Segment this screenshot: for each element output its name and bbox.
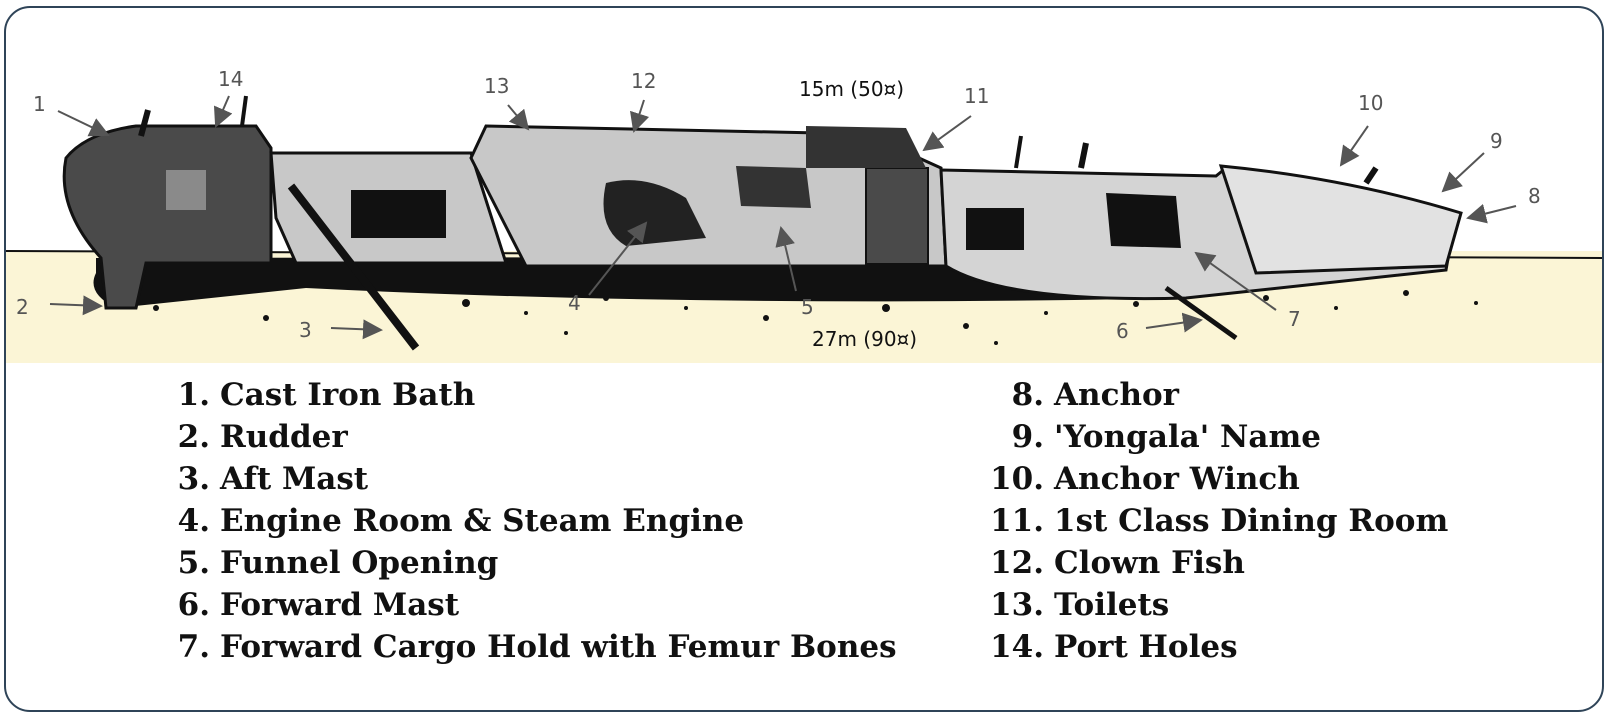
callout-14: 14 xyxy=(218,67,243,91)
legend-number: 13. xyxy=(990,587,1044,623)
legend-number: 6. xyxy=(177,587,210,623)
legend-label: Aft Mast xyxy=(220,461,369,497)
aft-hold-opening xyxy=(351,190,446,238)
callout-1: 1 xyxy=(33,92,46,116)
dining-room-roof xyxy=(806,126,926,168)
legend-item: 1. Cast Iron Bath xyxy=(174,374,897,416)
winch-post xyxy=(1363,166,1379,185)
legend-item: 4. Engine Room & Steam Engine xyxy=(174,500,897,542)
callout-9: 9 xyxy=(1490,129,1503,153)
legend-number: 11. xyxy=(990,503,1044,539)
legend-item: 11. 1st Class Dining Room xyxy=(980,500,1448,542)
legend-right-column: 8. Anchor 9. 'Yongala' Name 10. Anchor Winc… xyxy=(980,374,1448,668)
legend-item: 2. Rudder xyxy=(174,416,897,458)
legend-item: 3. Aft Mast xyxy=(174,458,897,500)
legend-item: 13. Toilets xyxy=(980,584,1448,626)
legend-number: 8. xyxy=(1011,377,1044,413)
legend-number: 3. xyxy=(177,461,210,497)
legend-label: Anchor xyxy=(1054,377,1180,413)
legend-item: 14. Port Holes xyxy=(980,626,1448,668)
callout-12: 12 xyxy=(631,69,656,93)
diagram-frame: 1 2 3 4 5 6 7 8 9 10 11 12 13 14 15m (50… xyxy=(4,6,1604,712)
callout-13: 13 xyxy=(484,74,509,98)
cast-iron-bath xyxy=(166,170,206,210)
legend-label: 1st Class Dining Room xyxy=(1054,503,1449,539)
legend-item: 6. Forward Mast xyxy=(174,584,897,626)
legend-item: 9. 'Yongala' Name xyxy=(980,416,1448,458)
legend-label: Engine Room & Steam Engine xyxy=(220,503,745,539)
legend-label: Clown Fish xyxy=(1054,545,1245,581)
callout-4: 4 xyxy=(568,291,581,315)
legend-number: 9. xyxy=(1011,419,1044,455)
deck-post-1 xyxy=(1078,142,1089,169)
legend-number: 14. xyxy=(990,629,1044,665)
legend-number: 1. xyxy=(177,377,210,413)
forward-cargo-hold xyxy=(1106,193,1181,248)
callout-3: 3 xyxy=(299,318,312,342)
dining-room-block xyxy=(865,167,929,265)
depth-bottom-label: 27m (90¤) xyxy=(812,327,917,351)
callout-11: 11 xyxy=(964,84,989,108)
depth-top-label: 15m (50¤) xyxy=(799,77,904,101)
legend-label: Toilets xyxy=(1054,587,1170,623)
legend-label: Rudder xyxy=(220,419,348,455)
callout-10: 10 xyxy=(1358,91,1383,115)
legend-item: 10. Anchor Winch xyxy=(980,458,1448,500)
forward-hold-opening xyxy=(966,208,1024,250)
legend-label: Anchor Winch xyxy=(1054,461,1300,497)
callout-7: 7 xyxy=(1288,307,1301,331)
stern-post xyxy=(138,109,151,137)
legend-label: Forward Cargo Hold with Femur Bones xyxy=(220,629,897,665)
legend-label: Forward Mast xyxy=(220,587,460,623)
legend-number: 7. xyxy=(177,629,210,665)
callout-6: 6 xyxy=(1116,319,1129,343)
midship-dark-patch-2 xyxy=(736,166,811,208)
callout-5: 5 xyxy=(801,295,814,319)
legend-item: 8. Anchor xyxy=(980,374,1448,416)
callout-arrows xyxy=(49,95,1517,340)
legend-number: 2. xyxy=(177,419,210,455)
legend-label: 'Yongala' Name xyxy=(1054,419,1321,455)
legend-number: 10. xyxy=(990,461,1044,497)
legend-left-column: 1. Cast Iron Bath 2. Rudder 3. Aft Mast 4. E… xyxy=(174,374,897,668)
legend-label: Funnel Opening xyxy=(220,545,499,581)
legend-label: Cast Iron Bath xyxy=(220,377,476,413)
legend-label: Port Holes xyxy=(1054,629,1238,665)
legend-number: 4. xyxy=(177,503,210,539)
bow xyxy=(1218,164,1463,275)
legend-number: 5. xyxy=(177,545,210,581)
deck-post-2 xyxy=(1014,135,1023,169)
callout-2: 2 xyxy=(16,295,29,319)
stern-post-2 xyxy=(240,95,248,127)
legend-item: 7. Forward Cargo Hold with Femur Bones xyxy=(174,626,897,668)
callout-8: 8 xyxy=(1528,184,1541,208)
legend-item: 12. Clown Fish xyxy=(980,542,1448,584)
aft-mast xyxy=(287,183,420,351)
shipwreck-illustration: 1 2 3 4 5 6 7 8 9 10 11 12 13 14 15m (50… xyxy=(6,67,1602,363)
legend-number: 12. xyxy=(990,545,1044,581)
stern-section xyxy=(62,124,273,310)
legend-item: 5. Funnel Opening xyxy=(174,542,897,584)
